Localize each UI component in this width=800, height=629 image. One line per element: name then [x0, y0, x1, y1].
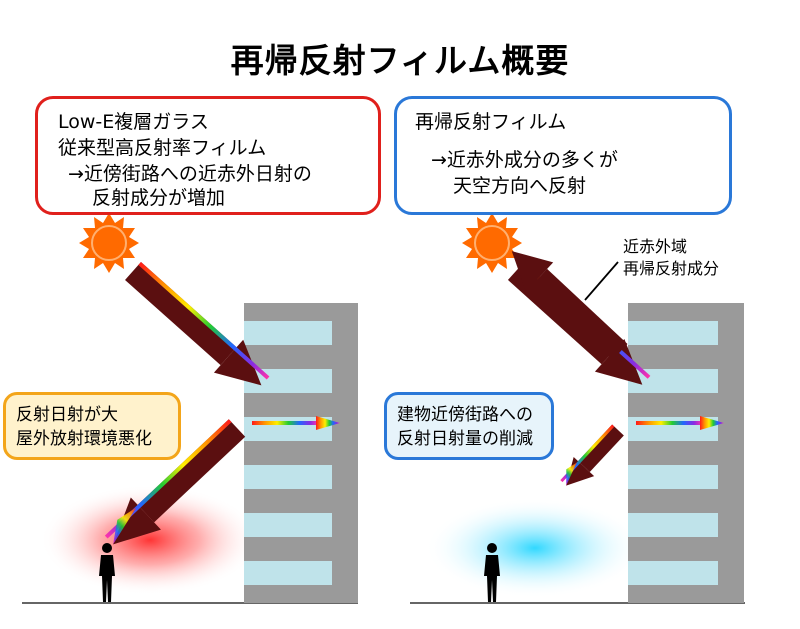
box-line: 従来型高反射率フィルム — [58, 137, 267, 159]
callout-line: 建物近傍街路への — [397, 405, 533, 425]
sun-icon — [462, 213, 522, 273]
hot-spot — [40, 485, 260, 595]
label-line: 近赤外域 — [623, 237, 688, 256]
box-line: Low-E複層ガラス — [58, 111, 209, 133]
callout-line: 反射日射量の削減 — [397, 429, 533, 449]
hot-callout: 反射日射が大 屋外放射環境悪化 — [3, 392, 181, 460]
box-line: 天空方向へ反射 — [453, 175, 587, 197]
transmitted-arrow-left — [252, 416, 340, 430]
pedestrian-icon — [484, 543, 500, 602]
ir-retroreflection-label: 近赤外域 再帰反射成分 — [623, 236, 719, 280]
box-line: →近傍街路への近赤外日射の — [68, 163, 312, 185]
pedestrian-icon — [99, 543, 115, 602]
incident-arrow-left — [125, 262, 270, 386]
transmitted-arrow-right — [636, 416, 724, 430]
building-icon — [244, 303, 358, 603]
callout-line: 屋外放射環境悪化 — [16, 429, 152, 449]
sun-icon — [79, 213, 139, 273]
ir-label-pointer — [584, 261, 619, 301]
reflected-arrow-left — [104, 419, 246, 545]
box-line: →近赤外成分の多くが — [431, 149, 618, 171]
reflected-arrow-right — [560, 424, 624, 486]
callout-line: 反射日射が大 — [16, 405, 118, 425]
cool-callout: 建物近傍街路への 反射日射量の削減 — [384, 392, 554, 460]
label-line: 再帰反射成分 — [623, 259, 720, 278]
page-title: 再帰反射フィルム概要 — [230, 41, 570, 80]
box-line: 再帰反射フィルム — [415, 111, 567, 133]
conventional-glass-box: Low-E複層ガラス 従来型高反射率フィルム →近傍街路への近赤外日射の 反射成… — [35, 96, 381, 215]
retroreflective-film-box: 再帰反射フィルム →近赤外成分の多くが 天空方向へ反射 — [394, 96, 732, 215]
building-icon — [628, 303, 744, 603]
cool-spot — [425, 498, 645, 598]
box-line: 反射成分が増加 — [92, 187, 226, 209]
retroreflected-arrow — [511, 251, 628, 361]
